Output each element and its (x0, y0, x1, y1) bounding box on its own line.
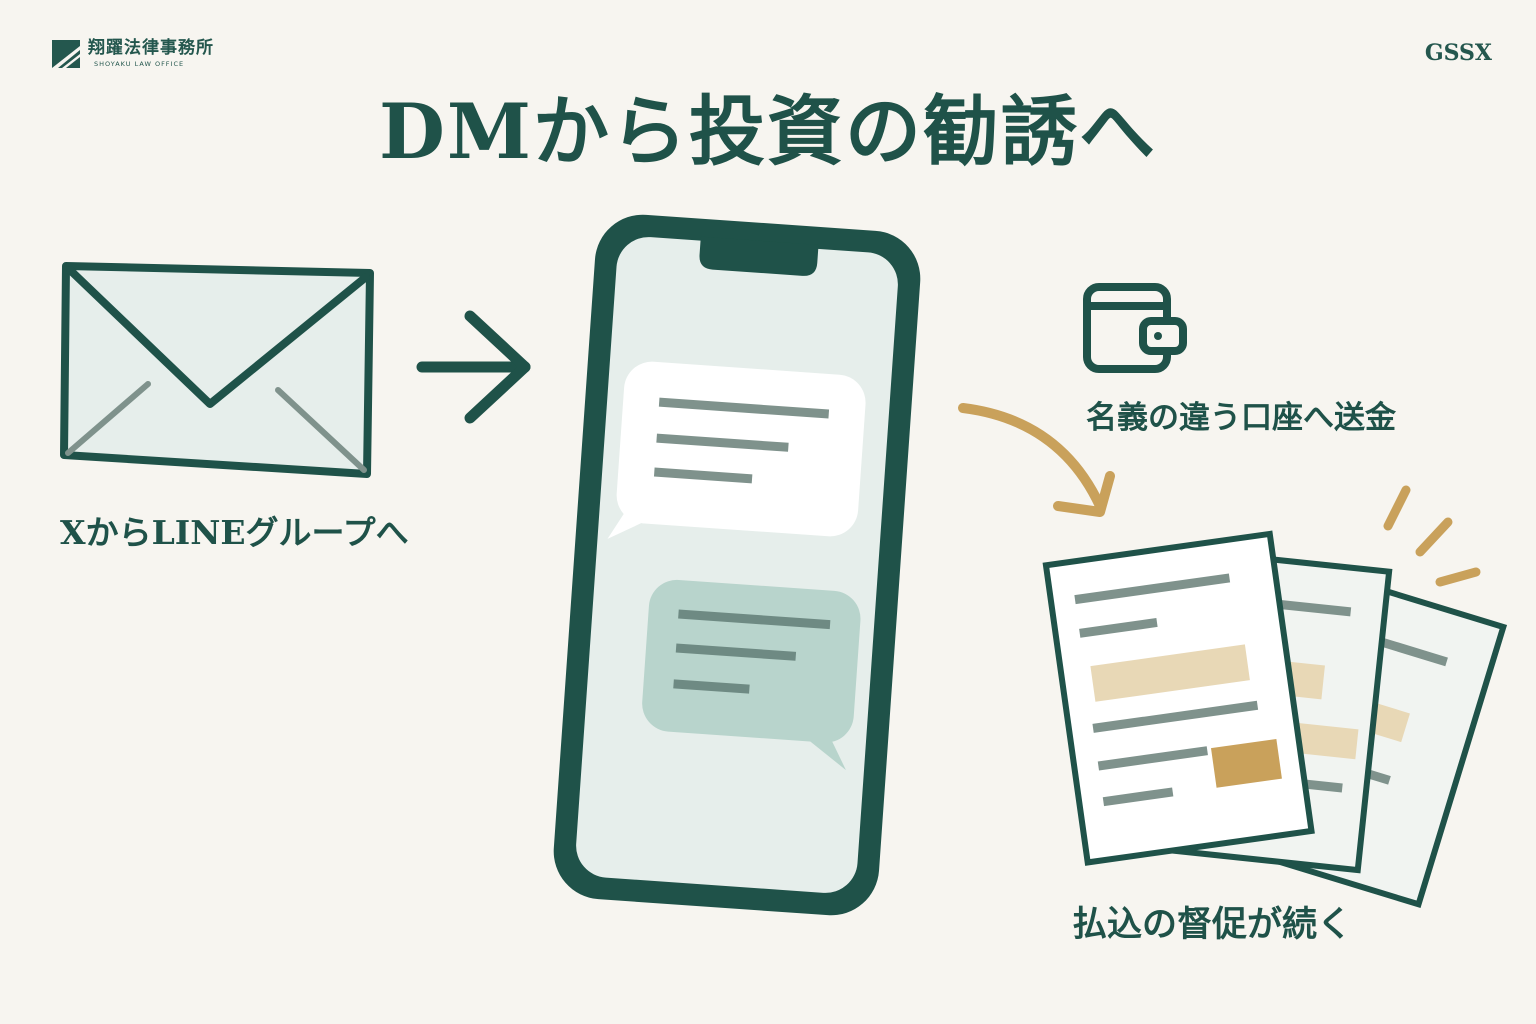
chat-bubble-received (607, 361, 866, 539)
envelope-icon (60, 262, 374, 478)
smartphone-icon (553, 214, 921, 916)
logo-name: 翔躍法律事務所 (88, 38, 214, 58)
arrow-right-icon (416, 310, 531, 424)
logo-subtitle: SHOYAKU LAW OFFICE (94, 60, 185, 68)
wallet-icon (1083, 283, 1187, 373)
sparkle-icon (1383, 485, 1481, 587)
label-dm-to-line: XからLINEグループへ (60, 513, 409, 552)
label-payment-demand: 払込の督促が続く (1072, 905, 1353, 945)
chat-bubble-sent (642, 579, 861, 771)
label-transfer: 名義の違う口座へ送金 (1086, 400, 1396, 436)
page-title: DMから投資の勧誘へ (378, 87, 1158, 176)
logo: 翔躍法律事務所 SHOYAKU LAW OFFICE (52, 40, 214, 68)
documents-icon (1042, 530, 1508, 909)
curved-arrow-icon (958, 403, 1115, 517)
brand-mark: GSSX (1424, 40, 1492, 66)
logo-mark-icon (52, 40, 80, 68)
